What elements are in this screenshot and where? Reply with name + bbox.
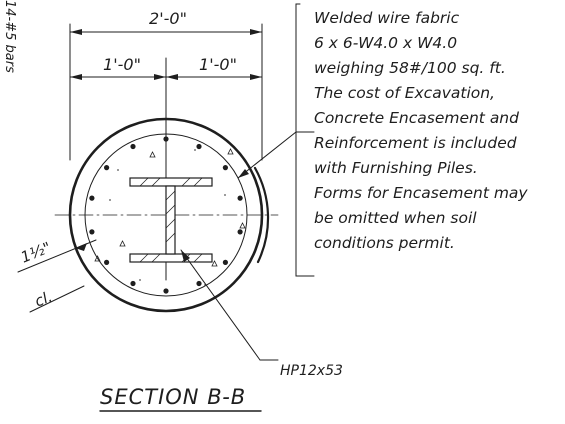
aggregate-marks: [94, 148, 246, 267]
note-line: conditions permit.: [314, 234, 455, 252]
hp-pile-section: [129, 177, 213, 263]
rebar-dot: [163, 136, 169, 142]
rebar-dot: [104, 259, 110, 265]
rebar-dot: [222, 165, 228, 171]
note-bracket: [295, 3, 315, 277]
note-line: Forms for Encasement may: [314, 184, 528, 202]
note-line: Reinforcement is included: [314, 134, 517, 152]
rebar-dot: [237, 195, 243, 201]
arrowhead-icon: [181, 250, 190, 262]
arrowhead-icon: [238, 169, 249, 178]
note-line: weighing 58#/100 sq. ft.: [314, 59, 506, 77]
reinforcing-bars: [89, 136, 243, 294]
arrowhead-icon: [154, 74, 166, 80]
arrowhead-icon: [70, 29, 82, 35]
rebar-dot: [237, 229, 243, 235]
rebar-dot: [196, 143, 202, 150]
note-line: Concrete Encasement and: [314, 109, 519, 127]
note-line: with Furnishing Piles.: [314, 159, 478, 177]
rebar-dot: [130, 143, 136, 150]
aggregate-dots: [109, 149, 226, 286]
side-bar-label: 14-#5 bars: [2, 0, 17, 73]
form-arc: [253, 166, 270, 264]
note-line: be omitted when soil: [314, 209, 477, 227]
arrowhead-icon: [250, 29, 262, 35]
cover-dimension-line-lower: [29, 285, 85, 313]
rebar-dot: [89, 229, 95, 235]
dimension-left-half: 1'-0": [103, 55, 141, 74]
arrowhead-icon: [166, 74, 178, 80]
encasement-outer-circle: [68, 117, 264, 313]
rebar-dot: [104, 165, 110, 171]
arrowhead-icon: [250, 74, 262, 80]
cover-suffix: cl.: [32, 287, 55, 310]
note-line: The cost of Excavation,: [314, 84, 495, 102]
fabric-note: Welded wire fabric 6 x 6-W4.0 x W4.0 wei…: [314, 6, 564, 256]
arrowhead-icon: [70, 74, 82, 80]
arrowhead-icon: [75, 243, 87, 251]
leader-pile: [180, 249, 261, 361]
note-line: Welded wire fabric: [314, 9, 460, 27]
leader-fabric: [237, 131, 297, 179]
pile-label: HP12x53: [280, 363, 343, 379]
dimension-overall: 2'-0": [149, 9, 187, 28]
dimension-right-half: 1'-0": [199, 55, 237, 74]
cover-dimension: 1½": [18, 238, 53, 266]
rebar-dot: [163, 288, 169, 294]
rebar-dot: [196, 280, 202, 287]
rebar-dot: [130, 280, 136, 287]
note-line: 6 x 6-W4.0 x W4.0: [314, 34, 458, 52]
section-title: SECTION B-B: [100, 385, 246, 409]
rebar-dot: [222, 259, 228, 265]
rebar-dot: [89, 195, 95, 201]
